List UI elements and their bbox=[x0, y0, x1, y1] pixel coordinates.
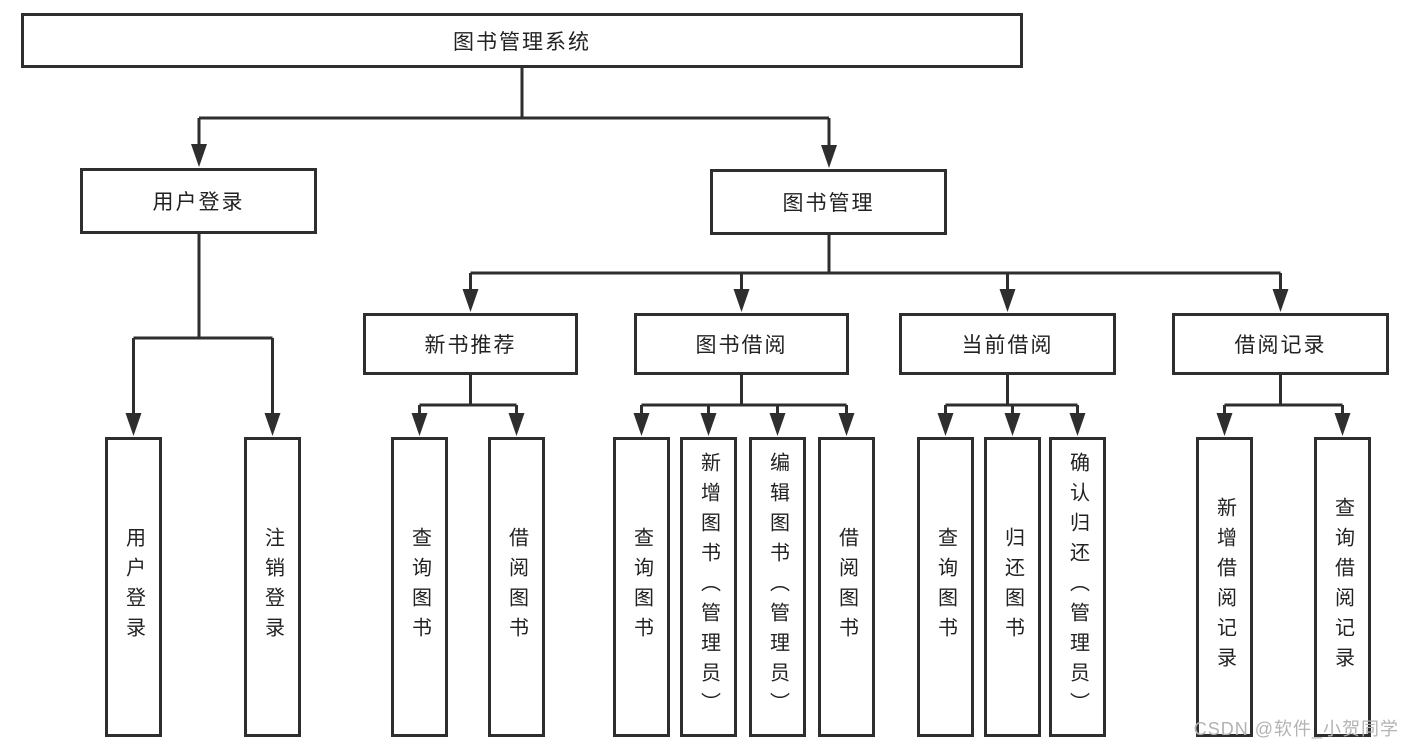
node-book-borrow: 图书借阅 bbox=[634, 313, 849, 375]
node-library-management-system: 图书管理系统 bbox=[21, 13, 1023, 68]
leaf-query-books-recommend: 查询图书 bbox=[391, 437, 448, 737]
arrowheads bbox=[125, 144, 1351, 436]
leaf-add-book-admin: 新增图书（管理员） bbox=[680, 437, 737, 737]
leaf-query-books-borrow: 查询图书 bbox=[613, 437, 670, 737]
leaf-confirm-return-admin: 确认归还（管理员） bbox=[1049, 437, 1106, 737]
leaf-add-borrow-record: 新增借阅记录 bbox=[1196, 437, 1253, 737]
leaf-borrow-books-recommend: 借阅图书 bbox=[488, 437, 545, 737]
watermark: CSDN @软件_小贺同学 bbox=[1193, 719, 1399, 739]
leaf-edit-book-admin: 编辑图书（管理员） bbox=[749, 437, 806, 737]
leaf-query-borrow-record: 查询借阅记录 bbox=[1314, 437, 1371, 737]
leaf-borrow-books: 借阅图书 bbox=[818, 437, 875, 737]
leaf-query-books-current: 查询图书 bbox=[917, 437, 974, 737]
leaf-logout: 注销登录 bbox=[244, 437, 301, 737]
node-borrow-record: 借阅记录 bbox=[1172, 313, 1389, 375]
leaf-return-books: 归还图书 bbox=[984, 437, 1041, 737]
node-book-management-branch: 图书管理 bbox=[710, 169, 947, 235]
leaf-user-login: 用户登录 bbox=[105, 437, 162, 737]
node-new-book-recommend: 新书推荐 bbox=[363, 313, 578, 375]
node-user-login-branch: 用户登录 bbox=[80, 168, 317, 234]
node-current-borrow: 当前借阅 bbox=[899, 313, 1116, 375]
